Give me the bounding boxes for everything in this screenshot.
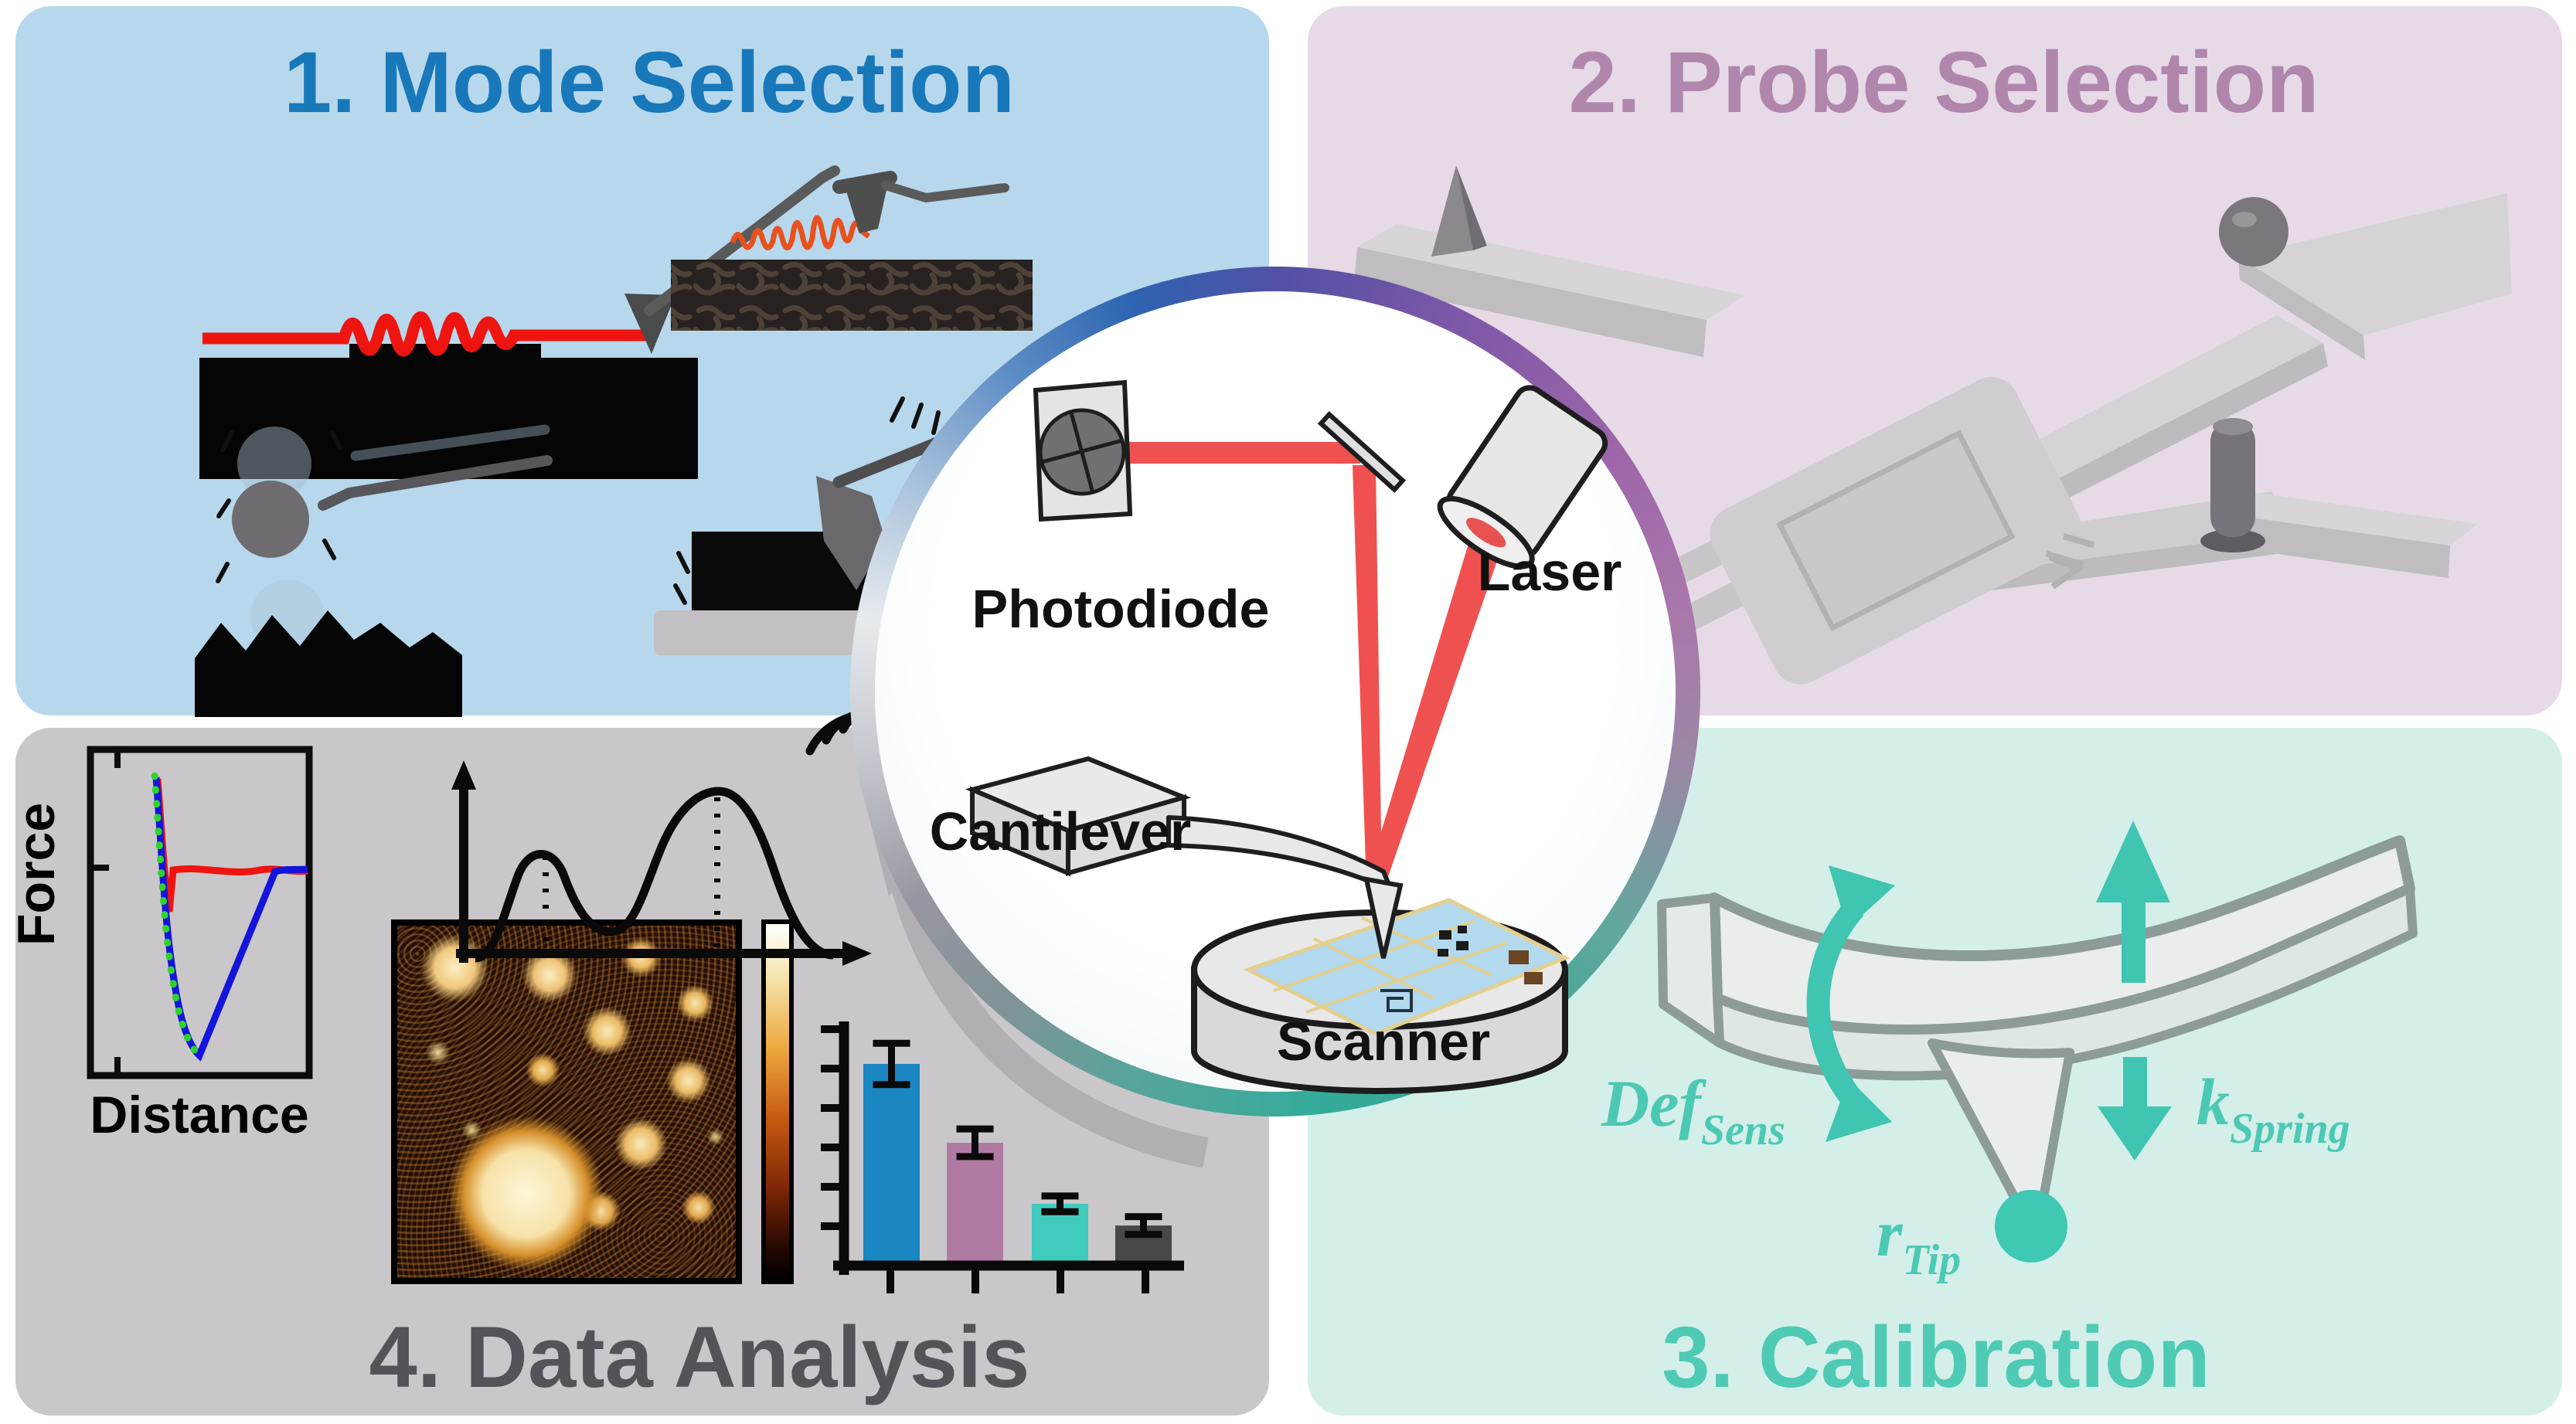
calibration-tip-cone — [1928, 1038, 2074, 1210]
photodiode-label: Photodiode — [972, 579, 1270, 639]
probe-sharp-tip-cantilever — [1354, 165, 1745, 357]
rtip-main: r — [1877, 1196, 1903, 1270]
mirror-icon — [1317, 410, 1407, 494]
defsens-main: Def — [1601, 1066, 1701, 1140]
rough-sample-surface — [195, 610, 462, 717]
bar-2 — [947, 1143, 1003, 1261]
force-axis-label: Force — [6, 803, 66, 946]
height-colorbar — [761, 919, 794, 1284]
afm-tip-icon — [844, 179, 889, 233]
deflection-sensitivity-label: DefSens — [1601, 1065, 1785, 1154]
rtip-sub: Tip — [1902, 1236, 1962, 1284]
deflection-arc-arrow — [1806, 865, 1895, 1142]
calibration-title: 3. Calibration — [1662, 1309, 2210, 1405]
kspring-main: k — [2197, 1065, 2230, 1139]
error-bar-2 — [956, 1125, 994, 1161]
vibration-dashes — [216, 430, 342, 583]
probe-selection-title: 2. Probe Selection — [1568, 34, 2319, 131]
data-analysis-title: 4. Data Analysis — [369, 1309, 1030, 1405]
defsens-sub: Sens — [1700, 1106, 1785, 1154]
spherical-tip-icon — [232, 481, 309, 558]
photodiode-icon — [1033, 379, 1133, 522]
cylinder-tip-icon — [2210, 421, 2255, 537]
up-arrow-icon — [2096, 821, 2170, 983]
bar-chart — [821, 1021, 1184, 1293]
spring-constant-label: kSpring — [2197, 1063, 2350, 1153]
oscillation-squiggle — [730, 215, 871, 250]
down-arrow-icon — [2098, 1057, 2172, 1161]
tapping-mode-illustration — [671, 171, 1033, 331]
laser-label: Laser — [1477, 542, 1622, 602]
error-bar-3 — [1041, 1192, 1079, 1215]
cantilever-icon — [965, 756, 1404, 959]
tip-radius-label: rTip — [1877, 1195, 1961, 1284]
afm-tip-icon — [1363, 876, 1404, 959]
cantilever-label: Cantilever — [929, 801, 1192, 862]
probe-cylindrical-tip-cantilever — [2200, 418, 2478, 578]
distance-axis-label: Distance — [90, 1086, 309, 1144]
axis-ticks — [821, 1025, 1149, 1293]
calibration-cantilever — [1657, 835, 2418, 1263]
coil-pattern — [1380, 989, 1413, 1012]
kspring-sub: Spring — [2230, 1105, 2350, 1153]
bar-1 — [863, 1064, 920, 1261]
histogram-sketch — [451, 760, 872, 966]
afm-tip-icon — [624, 294, 675, 354]
bar-chart-bars — [863, 1039, 1172, 1261]
afm-tip-icon — [816, 476, 886, 590]
contact-scan-line — [202, 311, 654, 357]
tip-radius-sphere — [1995, 1190, 2067, 1263]
error-bar-4 — [1125, 1213, 1162, 1239]
probe-colloidal-sphere-cantilever — [2219, 193, 2512, 360]
mode-selection-title: 1. Mode Selection — [284, 34, 1015, 131]
laser-icon — [1437, 385, 1608, 569]
afm-topography-image — [391, 919, 742, 1284]
force-distance-plot — [87, 746, 313, 1079]
spring-constant-arrows — [2096, 821, 2172, 1161]
fit-curve — [151, 772, 203, 1059]
sharp-tip-icon — [1431, 165, 1473, 257]
error-bar-1 — [873, 1039, 910, 1089]
force-modulation-mode-illustration — [195, 424, 553, 717]
contact-mode-illustration — [199, 165, 840, 479]
distribution-curve — [475, 787, 834, 963]
scanner-label: Scanner — [1276, 1011, 1491, 1072]
